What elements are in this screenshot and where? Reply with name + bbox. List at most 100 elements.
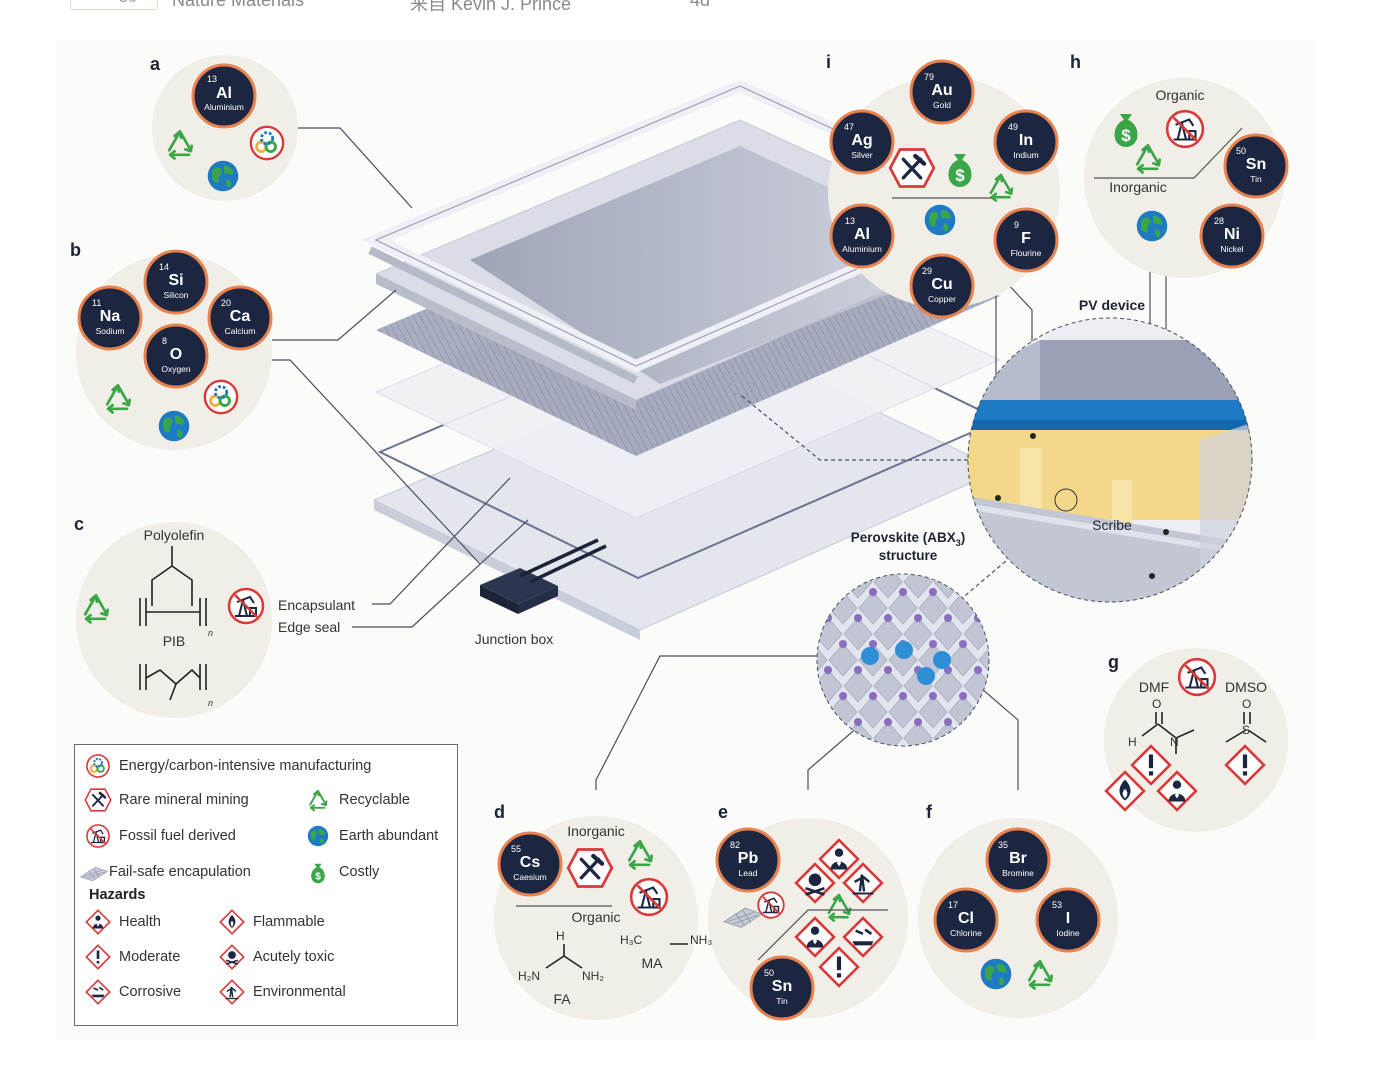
legend-box: Energy/carbon-intensive manufacturing Ra… bbox=[74, 744, 458, 1026]
svg-text:F: F bbox=[1021, 230, 1031, 247]
svg-text:Na: Na bbox=[100, 308, 121, 325]
lattice-atom-x bbox=[1004, 718, 1012, 726]
ma-label: MA bbox=[642, 955, 664, 971]
panel-dividers bbox=[516, 127, 1243, 961]
svg-text:Bromine: Bromine bbox=[1002, 868, 1034, 878]
pib-subscript: n bbox=[208, 628, 213, 638]
svg-text:49: 49 bbox=[1008, 122, 1018, 132]
svg-text:11: 11 bbox=[92, 298, 101, 308]
panel-letter-a: a bbox=[150, 54, 161, 74]
journal-name[interactable]: Nature Materials bbox=[172, 0, 305, 10]
earth-icon bbox=[924, 204, 956, 236]
svg-text:Indium: Indium bbox=[1013, 150, 1039, 160]
legend-label: Earth abundant bbox=[339, 828, 439, 844]
fa-h2n-label: H₂N bbox=[518, 969, 540, 983]
header-tag[interactable]: 56 bbox=[70, 0, 158, 10]
panel-letter-g: g bbox=[1108, 652, 1119, 672]
lattice-octahedron bbox=[978, 591, 989, 625]
lattice-atom-b bbox=[840, 748, 847, 755]
panel-letter-d: d bbox=[494, 802, 505, 822]
svg-text:Chlorine: Chlorine bbox=[950, 928, 982, 938]
svg-text:Caesium: Caesium bbox=[513, 872, 547, 882]
author-name[interactable]: 来自 Kevin J. Prince bbox=[410, 0, 572, 12]
legend-label: Rare mineral mining bbox=[119, 792, 249, 808]
svg-text:Silver: Silver bbox=[851, 150, 872, 160]
lattice-atom-x bbox=[989, 640, 997, 648]
svg-text:17: 17 bbox=[948, 900, 958, 910]
legend-item-energy: Energy/carbon-intensive manufacturing bbox=[83, 753, 371, 779]
svg-text:Calcium: Calcium bbox=[225, 326, 256, 336]
svg-text:Ni: Ni bbox=[1224, 226, 1240, 243]
svg-text:In: In bbox=[1019, 132, 1033, 149]
fa-label: FA bbox=[553, 991, 571, 1007]
corrosive-icon bbox=[83, 979, 113, 1005]
lattice-octahedron bbox=[858, 591, 888, 625]
svg-text:Sn: Sn bbox=[1246, 156, 1266, 173]
lattice-atom-x bbox=[944, 614, 952, 622]
lattice-octahedron bbox=[858, 695, 888, 729]
legend-item-fossil: Fossil fuel derived bbox=[83, 823, 236, 849]
lattice-octahedron bbox=[948, 643, 978, 677]
svg-text:50: 50 bbox=[764, 968, 774, 978]
fossil-icon bbox=[1177, 657, 1217, 697]
lattice-atom-x bbox=[1004, 562, 1012, 570]
fossil-icon bbox=[757, 891, 785, 919]
pv-device-cross-section: PV device Scribe bbox=[967, 297, 1253, 603]
svg-text:82: 82 bbox=[730, 840, 740, 850]
fa-h-label: H bbox=[556, 929, 565, 943]
lattice-atom-x bbox=[1004, 614, 1012, 622]
svg-text:Iodine: Iodine bbox=[1056, 928, 1079, 938]
junction-box-label: Junction box bbox=[475, 631, 554, 647]
lattice-atom-b bbox=[1005, 670, 1012, 677]
lattice-atom-x bbox=[884, 666, 892, 674]
ma-h3c-label: H₃C bbox=[620, 933, 643, 947]
lattice-atom-x bbox=[824, 614, 832, 622]
lattice-atom-x bbox=[884, 718, 892, 726]
dmso-label: DMSO bbox=[1225, 679, 1267, 695]
lattice-atom-x bbox=[989, 588, 997, 596]
fossil-icon bbox=[227, 587, 265, 625]
mining-icon bbox=[568, 849, 612, 886]
svg-text:I: I bbox=[1066, 910, 1070, 927]
svg-text:Br: Br bbox=[1009, 850, 1027, 867]
lattice-atom-x bbox=[899, 588, 907, 596]
lattice-atom-x bbox=[884, 614, 892, 622]
legend-item-failsafe: Fail-safe encapulation bbox=[79, 859, 251, 885]
svg-text:29: 29 bbox=[922, 266, 932, 276]
svg-text:13: 13 bbox=[207, 74, 217, 84]
recycle-icon bbox=[303, 787, 333, 813]
lattice-atom-x bbox=[854, 614, 862, 622]
svg-text:13: 13 bbox=[845, 216, 855, 226]
svg-text:Ca: Ca bbox=[230, 308, 251, 325]
lattice-octahedron bbox=[843, 617, 873, 651]
lattice-atom-x bbox=[854, 718, 862, 726]
lattice-atom-b bbox=[1020, 592, 1027, 599]
lattice-atom-b bbox=[870, 748, 877, 755]
fossil-icon bbox=[83, 823, 113, 849]
environment-icon bbox=[217, 979, 247, 1005]
lattice-octahedron bbox=[843, 669, 873, 703]
lattice-octahedron bbox=[978, 643, 989, 677]
health-hazard-icon bbox=[83, 909, 113, 935]
legend-label: Fail-safe encapulation bbox=[109, 864, 251, 880]
lattice-octahedron bbox=[918, 695, 948, 729]
svg-text:Pb: Pb bbox=[738, 850, 759, 867]
lattice-atom-x bbox=[839, 588, 847, 596]
svg-text:Sn: Sn bbox=[772, 978, 792, 995]
svg-text:Ag: Ag bbox=[851, 132, 872, 149]
skull-icon bbox=[217, 944, 247, 970]
lattice-atom-b bbox=[930, 748, 937, 755]
dmf-o-label: O bbox=[1152, 697, 1161, 711]
svg-text:50: 50 bbox=[1236, 146, 1246, 156]
svg-text:9: 9 bbox=[1014, 220, 1019, 230]
perovskite-structure: Perovskite (ABX3) structure bbox=[809, 530, 1027, 755]
dmf-h-label: H bbox=[1128, 735, 1137, 749]
lattice-atom-x bbox=[809, 640, 817, 648]
lattice-atom-x bbox=[929, 640, 937, 648]
lattice-atom-b bbox=[900, 748, 907, 755]
scribe-label: Scribe bbox=[1092, 517, 1132, 533]
